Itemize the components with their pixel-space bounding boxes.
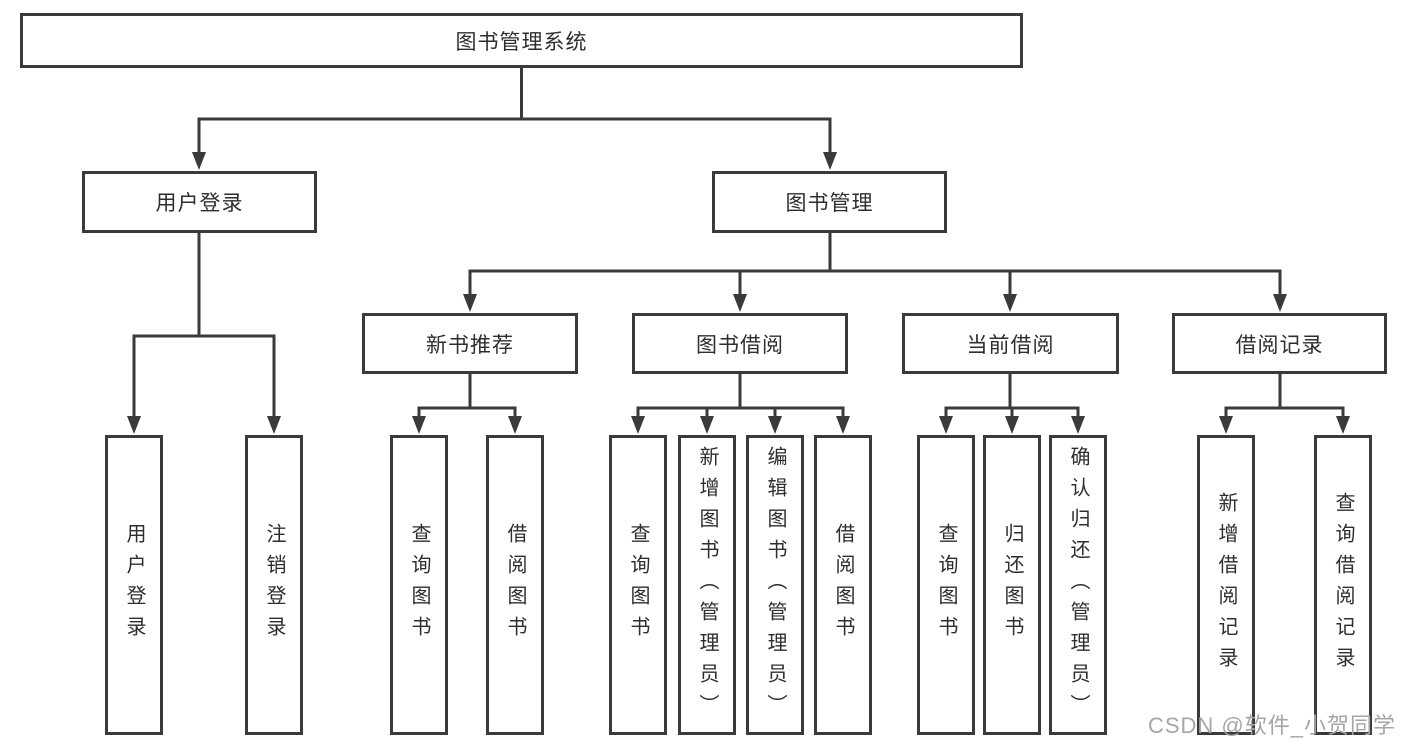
node-label: 新增图书（管理员） <box>696 445 718 725</box>
node-book-borrow: 图书借阅 <box>632 313 848 374</box>
node-borrow-record: 借阅记录 <box>1172 313 1387 374</box>
leaf-logout: 注销登录 <box>245 435 303 735</box>
leaf-edit-books-admin: 编辑图书（管理员） <box>746 435 804 735</box>
leaf-return-books: 归还图书 <box>983 435 1041 735</box>
node-label: 图书借阅 <box>696 333 784 357</box>
leaf-query-books-current: 查询图书 <box>917 435 975 735</box>
csdn-watermark: CSDN @软件_小贺同学 <box>1147 713 1396 738</box>
node-label: 确认归还（管理员） <box>1067 445 1089 725</box>
leaf-query-borrow-record: 查询借阅记录 <box>1314 435 1372 735</box>
node-label: 用户登录 <box>155 192 244 215</box>
leaf-confirm-return-admin: 确认归还（管理员） <box>1049 435 1107 735</box>
node-book-management: 图书管理 <box>712 171 947 233</box>
node-label: 编辑图书（管理员） <box>764 445 786 725</box>
node-label: 借阅图书 <box>832 523 854 647</box>
node-label: 用户登录 <box>123 523 145 647</box>
node-label: 查询图书 <box>408 523 430 647</box>
leaf-borrow-books: 借阅图书 <box>814 435 872 735</box>
leaf-borrow-books-recommend: 借阅图书 <box>486 435 544 735</box>
node-label: 注销登录 <box>263 523 285 647</box>
leaf-add-borrow-record: 新增借阅记录 <box>1197 435 1255 735</box>
node-label: 图书管理 <box>785 192 874 215</box>
node-user-login: 用户登录 <box>82 171 317 233</box>
node-label: 图书管理系统 <box>455 30 588 54</box>
leaf-query-books-recommend: 查询图书 <box>390 435 448 735</box>
node-label: 查询借阅记录 <box>1332 492 1354 678</box>
node-library-management-system: 图书管理系统 <box>20 13 1023 68</box>
node-label: 新增借阅记录 <box>1215 492 1237 678</box>
node-label: 查询图书 <box>935 523 957 647</box>
node-label: 查询图书 <box>627 523 649 647</box>
leaf-query-books-borrow: 查询图书 <box>609 435 667 735</box>
leaf-add-books-admin: 新增图书（管理员） <box>678 435 736 735</box>
node-label: 归还图书 <box>1001 523 1023 647</box>
node-label: 当前借阅 <box>966 333 1055 357</box>
node-label: 借阅图书 <box>504 523 526 647</box>
node-new-book-recommend: 新书推荐 <box>362 313 578 374</box>
node-current-borrow: 当前借阅 <box>902 313 1119 374</box>
arrowheads <box>127 152 1350 434</box>
leaf-user-login: 用户登录 <box>105 435 163 735</box>
node-label: 借阅记录 <box>1235 333 1324 357</box>
node-label: 新书推荐 <box>426 333 514 357</box>
